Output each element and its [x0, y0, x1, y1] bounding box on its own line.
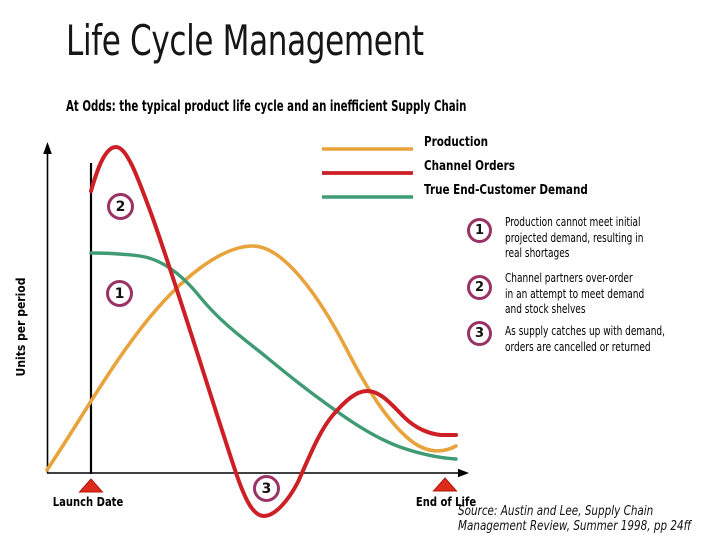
chart-badge-2-number: 2 [115, 198, 126, 215]
source-citation: Source: Austin and Lee, Supply Chain Man… [458, 504, 692, 534]
callout-2-line: and stock shelves [505, 302, 586, 316]
source-line-1: Source: Austin and Lee, Supply Chain [458, 504, 654, 519]
callout-2-line: Channel partners over-order [505, 271, 633, 285]
callout-badge-3-number: 3 [474, 326, 485, 341]
slide-subtitle: At Odds: the typical product life cycle … [66, 97, 467, 115]
series-production-curve [45, 244, 458, 472]
launch-date-label: Launch Date [52, 494, 124, 509]
end-of-life-marker-icon [432, 477, 458, 492]
page-title: Life Cycle Management [66, 16, 424, 65]
launch-date-marker-icon [78, 478, 104, 493]
chart-badge-3: 3 [253, 475, 280, 502]
callout-badge-2: 2 [467, 275, 492, 300]
legend-label-demand: True End-Customer Demand [424, 183, 588, 198]
callout-text-2: Channel partners over-order in an attemp… [505, 271, 644, 318]
legend-label-production: Production [424, 135, 488, 150]
callout-badge-1: 1 [467, 218, 492, 243]
callout-3-line: orders are cancelled or returned [505, 339, 651, 354]
chart-badge-1-number: 1 [114, 285, 125, 302]
callout-1-line: Production cannot meet initial [505, 215, 641, 229]
chart-badge-1: 1 [106, 280, 133, 307]
callout-badge-2-number: 2 [474, 280, 485, 295]
source-line-2: Management Review, Summer 1998, pp 24ff [458, 518, 692, 534]
x-axis-arrow-icon [458, 468, 469, 478]
chart-badge-2: 2 [107, 193, 134, 220]
end-of-life-label: End of Life [415, 494, 477, 509]
callout-1-line: projected demand, resulting in [505, 230, 644, 245]
callout-text-1: Production cannot meet initial projected… [505, 215, 643, 262]
callout-badge-1-number: 1 [474, 223, 485, 238]
legend-label-channel-orders: Channel Orders [424, 159, 515, 174]
callout-badge-3: 3 [467, 321, 492, 346]
y-axis-label: Units per period [14, 277, 28, 377]
series-demand-curve [89, 251, 458, 461]
callout-3-line: As supply catches up with demand, [505, 324, 665, 338]
callout-1-line: real shortages [505, 246, 570, 260]
callout-text-3: As supply catches up with demand, orders… [505, 324, 665, 355]
chart-badge-3-number: 3 [261, 480, 272, 497]
y-axis-arrow-icon [43, 142, 52, 154]
series-channel-orders-curve [89, 144, 458, 519]
callout-2-line: in an attempt to meet demand [505, 286, 645, 301]
